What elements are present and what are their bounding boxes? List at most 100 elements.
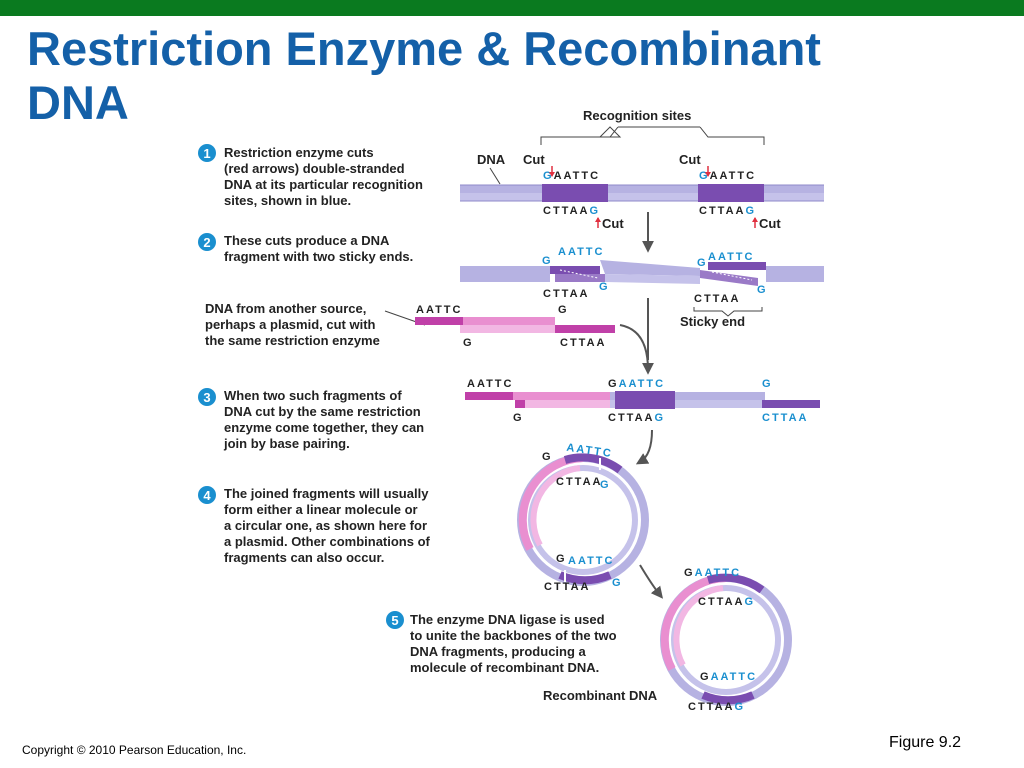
svg-text:(red arrows) double-stranded: (red arrows) double-stranded [224,161,405,176]
joined-mid-bottom-seq: CTTAAG [608,412,665,424]
svg-text:a plasmid. Other combinations: a plasmid. Other combinations of [224,534,431,549]
frag-left-bottom-seq: CTTAA [543,288,589,300]
circle2-bottom-inner-seq: GAATTC [700,671,757,683]
down-arrow-2 [619,324,654,375]
circle1-bottom-outer-seq: CTTAA [544,581,590,593]
cut-arrow-bottom-right [752,217,758,228]
joined-left-bottom-g: G [513,412,524,424]
circle2-top-outer-seq: GAATTC [684,567,741,579]
cut-dna-fragment [460,260,824,286]
svg-text:the same restriction enzyme: the same restriction enzyme [205,333,380,348]
plasmid-top-seq: AATTC [416,304,462,316]
cut-arrow-bottom-left [595,217,601,228]
circle2-bottom-outer-seq: CTTAAG [688,701,745,713]
circle1-top-outer-g: G [542,451,553,463]
recognition-bracket-right [699,126,765,145]
svg-text:fragments can also occur.: fragments can also occur. [224,550,384,565]
frag-right-g-top: G [697,257,708,269]
site2-top-g: GAATTC [699,170,756,182]
joined-left-top-seq: AATTC [467,378,513,390]
svg-text:DNA cut by the same restrictio: DNA cut by the same restriction [224,404,421,419]
svg-text:DNA from another source,: DNA from another source, [205,301,366,316]
frag-right-top-seq: AATTC [708,251,754,263]
recombinant-dna-label: Recombinant DNA [543,688,658,703]
svg-text:The enzyme DNA ligase is used: The enzyme DNA ligase is used [410,612,605,627]
svg-text:sites, shown in blue.: sites, shown in blue. [224,193,351,208]
cut-arrow-top-left [549,166,555,177]
circle1-bottom-outer-g: G [612,577,623,589]
joined-right-bottom-seq: CTTAA [762,412,808,424]
copyright-text: Copyright © 2010 Pearson Education, Inc. [22,743,247,757]
site2-bottom-seq: CTTAAG [699,205,756,217]
circle2-top-inner-seq: CTTAAG [698,596,755,608]
step-2-text: These cuts produce a DNA fragment with t… [224,233,413,264]
plasmid-top-g: G [558,304,569,316]
svg-text:a circular one, as shown here: a circular one, as shown here for [224,518,427,533]
svg-text:join by base pairing.: join by base pairing. [223,436,350,451]
step-3-text: When two such fragments of DNA cut by th… [223,388,424,451]
circle1-top-inner-seq: CTTAA [556,476,602,488]
svg-text:4: 4 [203,488,211,503]
joined-right-top-g: G [762,378,773,390]
svg-text:Restriction enzyme cuts: Restriction enzyme cuts [224,145,374,160]
circle1-bottom-inner-seq: AATTC [568,555,614,567]
dna-pointer-line [489,167,501,185]
frag-left-top-seq: AATTC [558,246,604,258]
down-arrow-3 [635,429,653,465]
step-5-badge: 5 [386,611,404,629]
sticky-end-label: Sticky end [680,314,745,329]
frag-left-g-bottom: G [599,281,610,293]
svg-text:These cuts produce a DNA: These cuts produce a DNA [224,233,390,248]
cut-label-left-bottom: Cut [602,216,624,231]
cut-label-right-bottom: Cut [759,216,781,231]
down-arrow-4 [639,564,663,599]
step-5-text: The enzyme DNA ligase is used to unite t… [410,612,617,675]
recombinant-plasmid [660,573,792,706]
step-4-badge: 4 [198,486,216,504]
step-3-badge: 3 [198,388,216,406]
circle1-top-inner-g: G [600,479,611,491]
svg-text:When two such fragments of: When two such fragments of [224,388,402,403]
top-dna-double-strand [460,184,824,202]
top-accent-bar [0,0,1024,16]
svg-text:3: 3 [203,390,210,405]
svg-text:5: 5 [391,613,398,628]
svg-text:to unite the backbones of the: to unite the backbones of the two [410,628,617,643]
plasmid-bottom-seq: CTTAA [560,337,606,349]
circle1-bottom-inner-g: G [556,553,567,565]
step-1-badge: 1 [198,144,216,162]
plasmid-fragment [415,317,615,333]
svg-text:The joined fragments will usua: The joined fragments will usually [224,486,429,501]
joined-linear-molecule [465,391,820,409]
slide-title: Restriction Enzyme & Recombinant DNA [27,22,821,129]
svg-text:form either a linear molecule: form either a linear molecule or [224,502,418,517]
cut-label-right-top: Cut [679,152,701,167]
step-1-text: Restriction enzyme cuts (red arrows) dou… [224,145,423,208]
svg-text:molecule of recombinant DNA.: molecule of recombinant DNA. [410,660,599,675]
figure-label: Figure 9.2 [889,734,962,751]
step-4-text: The joined fragments will usually form e… [224,486,431,565]
site1-top-g: GAATTC [543,170,600,182]
dna-label: DNA [477,152,506,167]
joined-mid-top-seq: GAATTC [608,378,665,390]
svg-text:fragment with two sticky ends.: fragment with two sticky ends. [224,249,413,264]
recognition-bracket-left [540,126,622,145]
circular-plasmid-1 [517,453,649,586]
recognition-bracket-left-line [540,126,619,145]
svg-text:DNA fragments, producing a: DNA fragments, producing a [410,644,587,659]
svg-text:perhaps a plasmid, cut with: perhaps a plasmid, cut with [205,317,376,332]
cut-label-left-top: Cut [523,152,545,167]
svg-text:DNA at its particular recognit: DNA at its particular recognition [224,177,423,192]
step-2-badge: 2 [198,233,216,251]
plasmid-bottom-g: G [463,337,474,349]
cut-arrow-top-right [705,166,711,177]
source-note-text: DNA from another source, perhaps a plasm… [205,301,380,348]
frag-right-bottom-seq: CTTAA [694,293,740,305]
frag-right-g-bottom: G [757,284,768,296]
sticky-end-bracket [693,307,763,317]
recognition-sites-label: Recognition sites [583,108,691,123]
svg-text:1: 1 [203,146,210,161]
frag-left-g-top: G [542,255,553,267]
svg-text:2: 2 [203,235,210,250]
